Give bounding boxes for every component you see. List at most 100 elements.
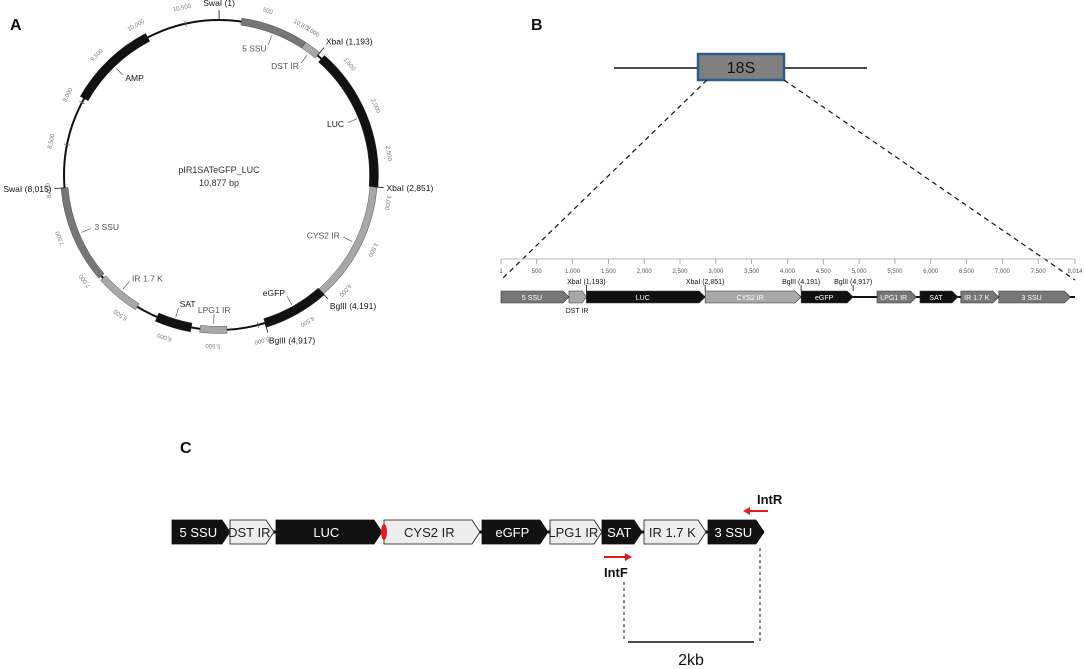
plasmid-site-swai-8-015: SwaI (8,015): [3, 184, 51, 194]
plasmid-tick-mark: [184, 20, 187, 27]
plasmid-tick-label: 6,500: [113, 307, 129, 321]
linear-sites: XbaI (1,193)XbaI (2,851)BglII (4,191)Bgl…: [567, 279, 872, 291]
linear-tick-label: 1,500: [601, 269, 617, 275]
linear-tick-label: 8,014: [1067, 269, 1083, 275]
linear-tick-label: 1,000: [565, 269, 581, 275]
plasmid-tick-label: 8,000: [46, 182, 53, 198]
panel-letter-a: A: [10, 17, 22, 34]
plasmid-feature-label-5-ssu: 5 SSU: [242, 44, 267, 54]
plasmid-tick-label: 3,000: [383, 195, 391, 211]
plasmid-feature-ir-1-7-k: [100, 275, 140, 310]
plasmid-feature-leader: [286, 296, 293, 306]
linear-tick-label: 6,000: [923, 269, 939, 275]
linear-site-xbai-1-193: XbaI (1,193): [567, 279, 606, 286]
plasmid-site-xbai-2-851: XbaI (2,851): [387, 183, 434, 193]
plasmid-feature-amp: [79, 33, 151, 102]
plasmid-feature-label-ir-1-7-k: IR 1.7 K: [132, 273, 163, 283]
zoom-line-right: [783, 79, 1076, 281]
plasmid-feature-label-3-ssu: 3 SSU: [94, 222, 119, 232]
plasmid-feature-leader: [115, 67, 123, 76]
linear-feature-cys2-ir: [704, 290, 802, 304]
plasmid-tick-mark: [79, 100, 85, 105]
plasmid-tick-label: 5,500: [205, 342, 221, 349]
plasmid-feature-dst-ir: [301, 41, 321, 59]
plasmid-feature-leader: [81, 228, 91, 233]
linear-feature-label-egfp: eGFP: [815, 295, 834, 302]
construct-feature-sat: [601, 519, 643, 545]
plasmid-tick-label: 9,000: [62, 87, 75, 104]
linear-feature-lpg1-ir: [876, 290, 917, 304]
linear-tick-label: 6,500: [959, 269, 975, 275]
construct-feature-label-lpg1-ir: LPG1 IR: [548, 525, 598, 540]
plasmid-feature-label-amp: AMP: [125, 73, 144, 83]
linear-feature-sat: [919, 290, 959, 304]
construct-feature-lpg1-ir: [549, 519, 603, 545]
plasmid-tick-label: 4,500: [298, 315, 315, 328]
plasmid-tick-label: 1,000: [304, 26, 320, 40]
plasmid-sites: XbaI (2,851)BglII (4,191)BglII (4,917)Xb…: [3, 0, 433, 345]
linear-feature-5-ssu: [500, 290, 570, 304]
linear-site-bglii-4-191: BglII (4,191): [782, 279, 820, 286]
plasmid-site-leader: [54, 187, 65, 189]
linear-tick-label: 2,500: [673, 269, 689, 275]
plasmid-tick-mark: [256, 322, 259, 329]
construct-feature-label-egfp: eGFP: [495, 525, 529, 540]
plasmid-feature-label-cys2-ir: CYS2 IR: [307, 230, 340, 240]
plasmid-site-leader: [373, 186, 384, 188]
primer-forward-label: IntF: [604, 565, 628, 580]
plasmid-feature-leader: [301, 54, 308, 64]
plasmid-site-leader: [320, 291, 329, 300]
plasmid-feature-label-lpg1-ir: LPG1 IR: [198, 305, 231, 315]
linear-tick-label: 4,000: [780, 269, 796, 275]
plasmid-tick-label: 8,500: [47, 133, 56, 150]
plasmid-tick-label: 7,000: [78, 272, 92, 288]
linear-site-bglii-4-917: BglII (4,917): [834, 279, 872, 286]
plasmid-tick-label: 9,500: [90, 48, 105, 63]
construct-feature-egfp: [481, 519, 549, 545]
primer-reverse-label: IntR: [757, 492, 783, 507]
construct-feature-3-ssu: [707, 519, 765, 545]
18s-box: [696, 52, 786, 82]
plasmid-feature-label-egfp: eGFP: [263, 288, 286, 298]
linear-feature-3-ssu: [998, 290, 1071, 304]
plasmid-feature-egfp: [263, 287, 325, 328]
linear-tick-label: 3,000: [708, 269, 724, 275]
linear-feature-label-sat: SAT: [929, 295, 943, 302]
plasmid-feature-leader: [175, 307, 179, 318]
zoom-line-left: [500, 79, 708, 281]
plasmid-tick-label: 10,000: [127, 19, 147, 33]
construct-feature-dst-ir: [229, 519, 275, 545]
plasmid-feature-leader: [122, 281, 130, 290]
plasmid-feature-sat: [155, 312, 193, 333]
primer-forward-head: [625, 553, 632, 561]
construct-feature-label-luc: LUC: [313, 525, 339, 540]
panel-letter-b: B: [531, 17, 543, 34]
primer-reverse-head: [743, 507, 750, 515]
construct-feature-label-sat: SAT: [607, 525, 631, 540]
linear-feature-ir-1-7-k: [960, 290, 1000, 304]
plasmid-feature-leader: [267, 35, 272, 46]
linear-tick-label: 3,500: [744, 269, 760, 275]
linear-tick-label: 7,000: [995, 269, 1011, 275]
linear-feature-label-5-ssu: 5 SSU: [522, 295, 542, 302]
plasmid-feature-3-ssu: [60, 187, 105, 279]
plasmid-feature-lpg1-ir: [199, 325, 228, 334]
plasmid-tick-label: 5,000: [253, 335, 270, 345]
construct-feature-label-ir-1-7-k: IR 1.7 K: [649, 525, 696, 540]
linear-feature-label-lpg1-ir: LPG1 IR: [880, 295, 907, 302]
panel-letter-c: C: [180, 440, 192, 457]
construct-feature-5-ssu: [171, 519, 231, 545]
construct-feature-ir-1-7-k: [643, 519, 707, 545]
plasmid-tick-label: 1,500: [342, 57, 357, 73]
plasmid-tick-label: 4,000: [337, 282, 352, 298]
plasmid-site-leader: [317, 47, 325, 56]
linear-tick-label: 4,500: [816, 269, 832, 275]
plasmid-name: pIR1SATeGFP_LUC: [178, 165, 260, 175]
scale-label: 2kb: [678, 652, 704, 669]
